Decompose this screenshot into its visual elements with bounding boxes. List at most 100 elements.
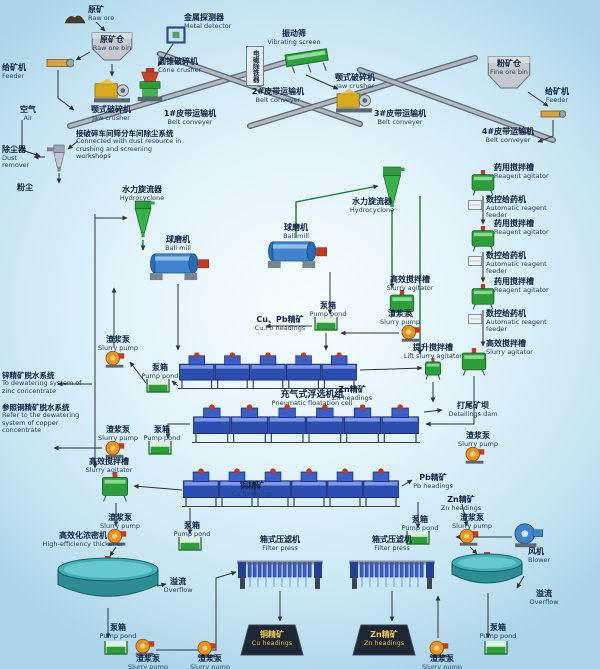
overflow-left-label-zh: 溢流	[170, 577, 186, 586]
slurry-agitator-mid-label-zh: 高效搅拌槽	[390, 275, 430, 284]
flow-arrow	[425, 376, 475, 427]
feeder-left-label-en: Feeder	[2, 71, 25, 80]
conecrusher-icon	[136, 68, 164, 102]
slurry-agitator-left-label-zh: 高效搅拌槽	[89, 457, 129, 466]
belt-conveyer-3-label-en: Belt conveyer	[377, 117, 423, 126]
flow-arrow	[516, 575, 525, 589]
jawcrusher-icon	[94, 78, 130, 104]
pumppond-icon	[146, 378, 170, 393]
flow-arrow	[67, 140, 79, 150]
raw-ore-label-en: Raw ore	[88, 13, 115, 22]
dust-remover-label-en: Dust remover	[2, 153, 30, 170]
pump-pond-3-label-zh: 泵箱	[184, 521, 200, 530]
reagent-agitator-2-label-zh: 药用搅拌槽	[494, 219, 534, 228]
slurry-pump-b1-label-en: Slurry pump	[128, 662, 168, 669]
zn-headings-row1-label-en: Zn headings	[331, 393, 373, 402]
dust-system-note-label-en: Connected with dust resource in crushing…	[76, 137, 182, 160]
thickener-left-label-zh: 高效化浓密机	[59, 531, 107, 540]
filterpress-icon	[348, 554, 436, 590]
reagent-agitator-1-label-en: Reagent agitator	[494, 171, 549, 180]
metal-detector-label-zh: 金属探测器	[184, 13, 224, 22]
slurry-pump-right-2-label-zh: 渣浆泵	[466, 431, 490, 440]
cu-pb-headings-label-zh: Cu、Pb精矿	[256, 315, 304, 324]
reagent-agitator-3-label-en: Reagent agitator	[494, 285, 549, 294]
flow-arrow	[75, 51, 91, 61]
ball-mill-left-label-en: Ball mill	[165, 243, 191, 252]
ball-mill-mid-label-zh: 球磨机	[284, 223, 308, 232]
reagent-agitator-1-label-zh: 药用搅拌槽	[494, 163, 534, 172]
pump-pond-mid-label-zh: 泵箱	[320, 301, 336, 310]
pump-icon	[458, 528, 480, 546]
pump-pond-3-label-en: Pump pond	[173, 529, 211, 538]
flotation-label-label-zh: 充气式浮选机组	[280, 390, 344, 400]
overflow-left-label-en: Overflow	[163, 585, 193, 594]
smallbox-icon	[468, 314, 482, 324]
raw-ore-bin-label-en: Raw ore bin	[92, 43, 132, 52]
slurry-pump-zn-label-zh: 渣浆泵	[460, 513, 484, 522]
belt-conveyer-2-label-en: Belt conveyer	[255, 95, 301, 104]
flow-arrow	[95, 21, 106, 32]
flow-arrow	[423, 408, 443, 413]
pumppond-icon	[484, 640, 508, 655]
smallbox-icon	[468, 200, 482, 210]
flow-arrow	[109, 546, 117, 557]
agitator-icon	[470, 284, 496, 310]
slurry-pump-b3-label-en: Slurry pump	[422, 662, 462, 669]
belt-conveyer-1-label-en: Belt conveyer	[167, 117, 213, 126]
filter-press-1-label-zh: 箱式压滤机	[260, 535, 300, 544]
jawcrusher-icon	[336, 88, 372, 114]
reagent-feeder-3-label-zh: 数控给药机	[486, 309, 526, 318]
cu-headings-mid-label-en: Cu headings	[231, 489, 273, 498]
flow-arrow	[156, 582, 167, 588]
pump-icon	[104, 350, 126, 368]
hydrocyclone-mid-label-zh: 水力旋流器	[352, 197, 392, 206]
zn-headings-mid-label-en: Zn headings	[440, 503, 482, 512]
flotation-label-label-en: Pneumatic floatation cell	[271, 399, 353, 408]
lift-agitator-label-zh: 提升搅拌槽	[413, 343, 453, 352]
flotrow-icon	[176, 352, 360, 390]
pump-pond-left-1-label-zh: 泵箱	[152, 363, 168, 372]
pump-icon	[428, 640, 450, 658]
pumppond-icon	[104, 640, 128, 655]
flow-arrow	[305, 74, 339, 90]
pump-icon	[104, 440, 126, 458]
reagent-feeder-1-label-zh: 数控给药机	[486, 195, 526, 204]
pump-pond-b1-label-zh: 泵箱	[110, 623, 126, 632]
belt-conveyer-4-label-en: Belt conveyer	[485, 135, 531, 144]
reagent-feeder-2-label-en: Automatic reagent feeder	[486, 259, 547, 276]
dust-label: 粉尘	[10, 183, 40, 193]
belt-conveyer-1-label-zh: 1#皮带运输机	[163, 109, 217, 118]
flow-arrow	[401, 479, 413, 487]
jaw-crusher-left-label-zh: 颚式破碎机	[91, 105, 131, 114]
reagent-agitator-3-label-zh: 药用搅拌槽	[494, 277, 534, 286]
agitator-icon	[424, 358, 442, 380]
slurry-pump-mid-label-en: Slurry pump	[380, 317, 420, 326]
flow-arrow	[295, 184, 379, 238]
